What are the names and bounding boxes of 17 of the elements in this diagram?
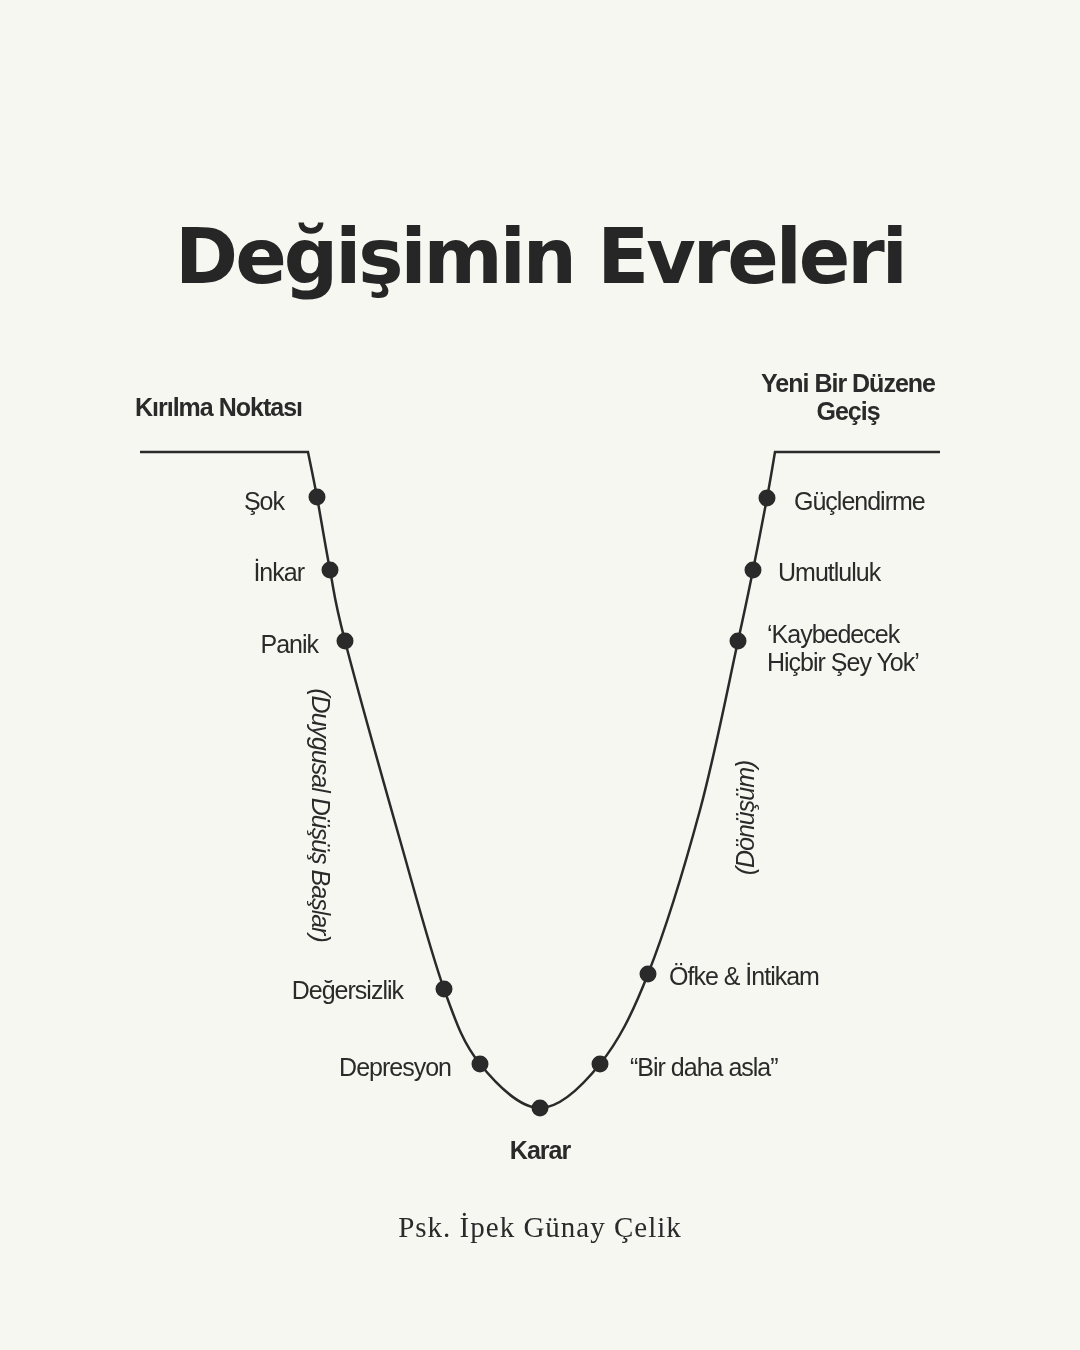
title: Değişimin Evreleri (174, 212, 906, 301)
stage-label: İnkar (253, 559, 304, 587)
stage-label: Panik (260, 631, 318, 659)
stage-label: “Bir daha asla” (630, 1054, 778, 1082)
phase-note: (Duygusal Düşüş Başlar) (306, 688, 334, 942)
phase-note: (Dönüşüm) (732, 760, 760, 876)
stage-heading: Yeni Bir Düzene Geçiş (760, 370, 936, 425)
author-name: Psk. İpek Günay Çelik (398, 1212, 682, 1244)
stage-label: Güçlendirme (794, 488, 925, 516)
stage-label: Şok (243, 488, 284, 516)
stage-label: Umutluluk (778, 559, 881, 587)
stage-label: Değersizlik (291, 977, 403, 1005)
stage-heading: Karar (509, 1137, 571, 1165)
stage-label: ‘Kaybedecek Hiçbir Şey Yok’ (767, 621, 920, 676)
stage-label: Depresyon (339, 1054, 451, 1082)
stage-heading: Kırılma Noktası (135, 394, 302, 422)
stage-label: Öfke & İntikam (669, 963, 819, 991)
